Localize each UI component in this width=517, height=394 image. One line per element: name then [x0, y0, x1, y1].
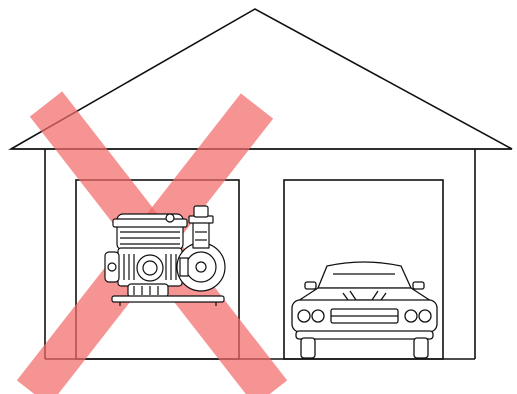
right-garage-bay — [283, 179, 444, 360]
car-icon — [291, 261, 438, 359]
left-garage-bay — [75, 179, 240, 360]
engine-pump-icon — [104, 205, 226, 306]
